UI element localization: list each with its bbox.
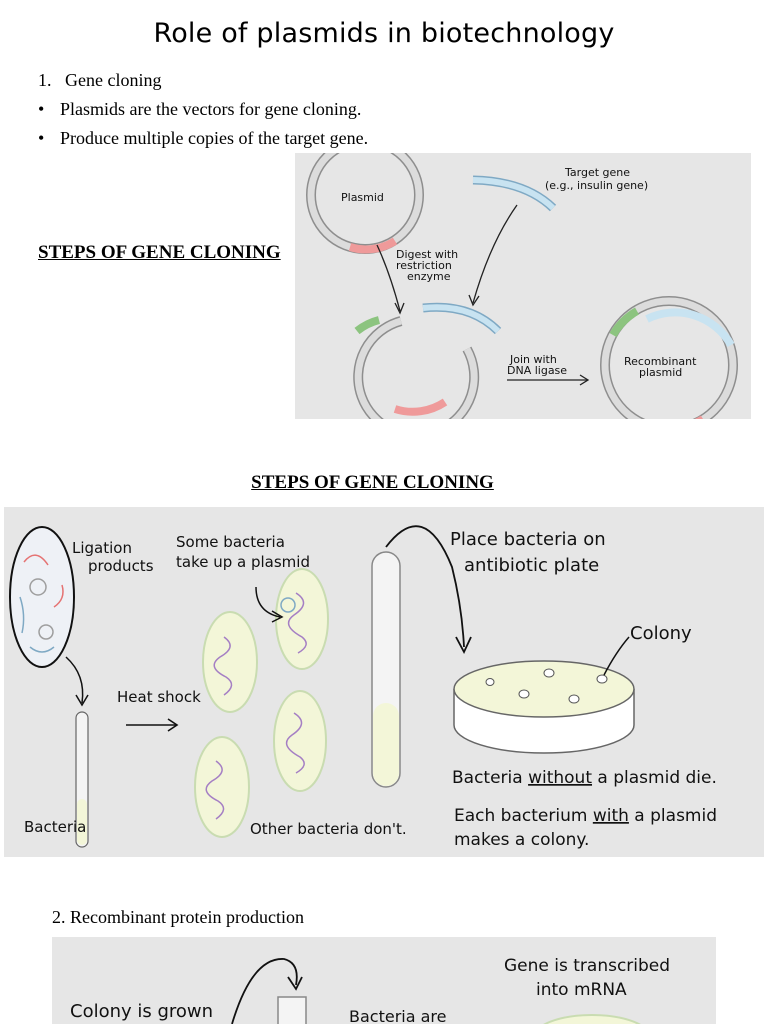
bullet-text: Plasmids are the vectors for gene clonin… (60, 99, 362, 119)
target-gene-label: Target gene (564, 166, 630, 179)
with-plasmid-text: Each bacterium with a plasmid (454, 806, 717, 826)
protein-production-diagram: Colony is grown Bacteria are Gene is tra… (52, 937, 716, 1024)
without-plasmid-text: Bacteria without a plasmid die. (452, 768, 717, 788)
recombinant-plasmid (600, 296, 738, 419)
arrow-to-cell (255, 586, 281, 618)
plasmid-diagram: Plasmid Target gene (e.g., insulin gene)… (295, 153, 751, 419)
bacteria-tube (75, 711, 89, 848)
arrow-down-right (472, 204, 518, 304)
arrow-to-plate (385, 525, 465, 648)
svg-text:DNA ligase: DNA ligase (507, 364, 567, 377)
colony-label: Colony (630, 623, 692, 644)
arrow-to-flask (231, 958, 298, 1024)
culture-tube (371, 551, 401, 788)
bacterium-cell (202, 611, 258, 713)
join-label: Join with (509, 353, 557, 366)
list-number: 1. (38, 70, 52, 90)
svg-text:take up a plasmid: take up a plasmid (176, 553, 310, 571)
bullet-icon: • (38, 99, 45, 119)
svg-text:antibiotic plate: antibiotic plate (464, 555, 599, 576)
svg-text:into mRNA: into mRNA (536, 980, 627, 1000)
steps-heading: STEPS OF GENE CLONING (38, 242, 281, 263)
recombinant-label: Recombinant (624, 355, 697, 368)
target-gene-example: (e.g., insulin gene) (545, 179, 648, 192)
list-item-gene-cloning: 1. Gene cloning (38, 70, 161, 91)
bacterium-cell (543, 1014, 641, 1024)
protein-diagram-svg: Colony is grown Bacteria are Gene is tra… (70, 956, 670, 1024)
plasmid-diagram-svg: Plasmid Target gene (e.g., insulin gene)… (306, 153, 738, 419)
page-title: Role of plasmids in biotechnology (153, 18, 615, 49)
ligation-products-oval (9, 526, 75, 668)
antibiotic-plate (453, 660, 635, 754)
svg-text:plasmid: plasmid (639, 366, 682, 379)
colony-pointer (603, 636, 630, 676)
bacterium-cell (194, 736, 250, 838)
svg-text:products: products (88, 557, 154, 575)
svg-text:restriction: restriction (396, 259, 452, 272)
place-bacteria-label: Place bacteria on (450, 529, 606, 550)
open-plasmid (353, 316, 480, 419)
arrow-to-tube (65, 656, 84, 704)
section2-label: 2. Recombinant protein production (52, 907, 304, 927)
svg-text:enzyme: enzyme (407, 270, 451, 283)
bacteria-are-label: Bacteria are (349, 1007, 446, 1024)
transformation-diagram: Ligation products Bacteria Heat shock (4, 507, 764, 857)
colony-grown-label: Colony is grown (70, 1001, 213, 1022)
ligation-label: Ligation (72, 539, 132, 557)
arrow-down-left (376, 244, 401, 312)
heat-shock-label: Heat shock (117, 688, 201, 706)
bullet-item: • Plasmids are the vectors for gene clon… (38, 99, 361, 120)
culture-vessel (277, 996, 307, 1024)
steps-heading-2: STEPS OF GENE CLONING (251, 472, 494, 493)
digest-label: Digest with (396, 248, 458, 261)
some-bacteria-label: Some bacteria (176, 533, 285, 551)
transformation-diagram-svg: Ligation products Bacteria Heat shock (9, 525, 717, 850)
bacterium-cell (273, 690, 327, 792)
bacteria-label: Bacteria (24, 818, 86, 836)
other-bacteria-label: Other bacteria don't. (250, 820, 407, 838)
bullet-item: • Produce multiple copies of the target … (38, 128, 368, 149)
list-label: Gene cloning (65, 70, 162, 90)
plasmid-label: Plasmid (341, 191, 384, 204)
plasmid-ring (306, 153, 424, 254)
bullet-icon: • (38, 128, 45, 148)
transcribed-label: Gene is transcribed (504, 956, 670, 976)
bullet-text: Produce multiple copies of the target ge… (60, 128, 369, 148)
bacterium-cell (275, 568, 329, 670)
makes-colony-text: makes a colony. (454, 830, 589, 850)
